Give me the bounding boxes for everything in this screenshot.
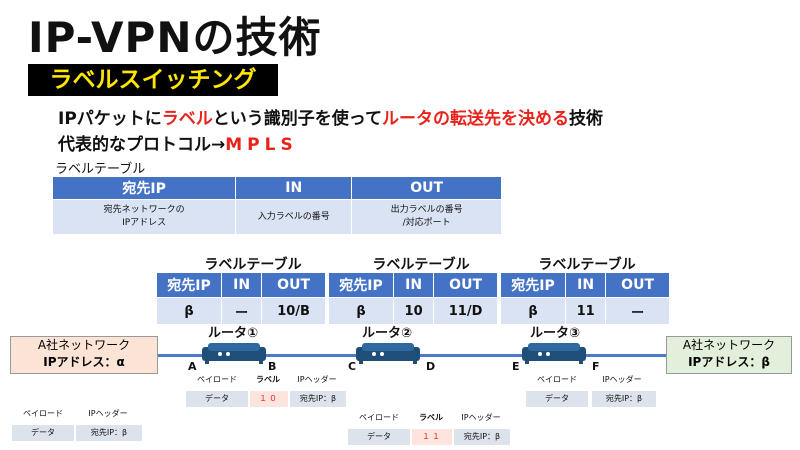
packet-cell-dest: 宛先IP：β (592, 391, 656, 407)
desc-highlight: ルータの転送先を決める (381, 109, 569, 129)
packet-header-label: ラベル (256, 375, 280, 384)
description-line-2: 代表的なプロトコル→MPLS (58, 130, 298, 155)
packet-1: ペイロード IPヘッダー データ 宛先IP：β (12, 408, 142, 441)
site-b-network: A社ネットワーク IPアドレス：β (666, 336, 792, 374)
packet-cell-data: データ (348, 429, 410, 445)
router-1-label-table: 宛先IP IN OUT β ー 10/B (155, 272, 326, 325)
router-icon (522, 343, 586, 364)
packet-cell-data: データ (12, 425, 74, 441)
port-b-label: B (268, 360, 277, 373)
port-a-label: A (188, 360, 197, 373)
subtitle: ラベルスイッチング (49, 67, 257, 93)
packet-cell-data: データ (186, 391, 248, 407)
r2-header-in: IN (393, 272, 435, 298)
packet-3: ペイロード ラベル IPヘッダー データ １１ 宛先IP：β (348, 412, 510, 445)
packet-header-payload: ペイロード (537, 375, 577, 384)
r2-cell-dest: β (327, 297, 395, 325)
packet-header-label: ラベル (419, 413, 443, 422)
site-a-address: IPアドレス：α (43, 355, 125, 369)
site-b-address: IPアドレス：β (688, 355, 770, 369)
packet-header-ip: IPヘッダー (88, 409, 128, 418)
desc-text: 技術 (568, 109, 603, 129)
desc-highlight: MPLS (225, 135, 298, 155)
router-icon (202, 343, 266, 364)
port-d-label: D (426, 360, 436, 373)
r3-header-dest: 宛先IP (499, 272, 567, 298)
r2-header-out: OUT (433, 272, 498, 298)
packet-cell-data: データ (526, 391, 588, 407)
legend-cell-dest: 宛先ネットワークの IPアドレス (51, 199, 237, 235)
packet-header-payload: ペイロード (23, 409, 63, 418)
router-2-label: ルータ② (362, 326, 413, 341)
router-1-label: ルータ① (208, 326, 259, 341)
page-title: IP-VPNの技術 (28, 13, 322, 62)
r3-header-out: OUT (605, 272, 670, 298)
legend-header-dest: 宛先IP (51, 176, 237, 200)
legend-cell-out: 出力ラベルの番号 /対応ポート (351, 199, 502, 235)
legend-cell-in: 入力ラベルの番号 (235, 199, 353, 235)
subtitle-banner: ラベルスイッチング (28, 64, 278, 96)
packet-2: ペイロード ラベル IPヘッダー データ １０ 宛先IP：β (186, 374, 346, 407)
desc-text: という識別子を使って (212, 109, 382, 129)
router-icon (356, 343, 420, 364)
router-3-label-table: 宛先IP IN OUT β 11 ー (499, 272, 670, 325)
router-3-label: ルータ③ (530, 326, 581, 341)
packet-cell-label: １０ (250, 391, 288, 407)
port-e-label: E (512, 360, 520, 373)
packet-cell-dest: 宛先IP：β (290, 391, 346, 407)
site-b-name: A社ネットワーク (682, 338, 776, 352)
packet-header-payload: ペイロード (359, 413, 399, 422)
desc-highlight: ラベル (161, 109, 213, 129)
r1-cell-dest: β (155, 297, 223, 325)
router-1-table-caption: ラベルテーブル (204, 257, 302, 273)
router-3-table-caption: ラベルテーブル (538, 257, 636, 273)
r1-header-in: IN (221, 272, 263, 298)
r2-cell-out: 11/D (433, 297, 498, 325)
legend-label-table: 宛先IP IN OUT 宛先ネットワークの IPアドレス 入力ラベルの番号 出力… (51, 176, 502, 235)
router-2-label-table: 宛先IP IN OUT β 10 11/D (327, 272, 498, 325)
packet-cell-dest: 宛先IP：β (76, 425, 142, 441)
r1-header-dest: 宛先IP (155, 272, 223, 298)
desc-text: IPパケットに (58, 109, 162, 129)
site-a-name: A社ネットワーク (37, 338, 131, 352)
r3-cell-in: 11 (565, 297, 607, 325)
site-a-network: A社ネットワーク IPアドレス：α (10, 336, 158, 374)
packet-header-payload: ペイロード (197, 375, 237, 384)
legend-header-in: IN (235, 176, 353, 200)
r3-header-in: IN (565, 272, 607, 298)
r1-cell-in: ー (221, 297, 263, 325)
desc-text: 代表的なプロトコル→ (58, 135, 226, 155)
description-line-1: IPパケットにラベルという識別子を使ってルータの転送先を決める技術 (58, 104, 603, 129)
packet-header-ip: IPヘッダー (461, 413, 501, 422)
port-c-label: C (348, 360, 357, 373)
legend-table-caption: ラベルテーブル (55, 162, 146, 177)
packet-header-ip: IPヘッダー (297, 375, 337, 384)
r2-cell-in: 10 (393, 297, 435, 325)
r3-cell-out: ー (605, 297, 670, 325)
r1-header-out: OUT (261, 272, 326, 298)
packet-header-ip: IPヘッダー (602, 375, 642, 384)
packet-cell-dest: 宛先IP：β (454, 429, 510, 445)
legend-header-out: OUT (351, 176, 502, 200)
packet-cell-label: １１ (412, 429, 452, 445)
r3-cell-dest: β (499, 297, 567, 325)
packet-4: ペイロード IPヘッダー データ 宛先IP：β (526, 374, 656, 407)
r1-cell-out: 10/B (261, 297, 326, 325)
router-2-table-caption: ラベルテーブル (372, 257, 470, 273)
port-f-label: F (592, 360, 600, 373)
r2-header-dest: 宛先IP (327, 272, 395, 298)
